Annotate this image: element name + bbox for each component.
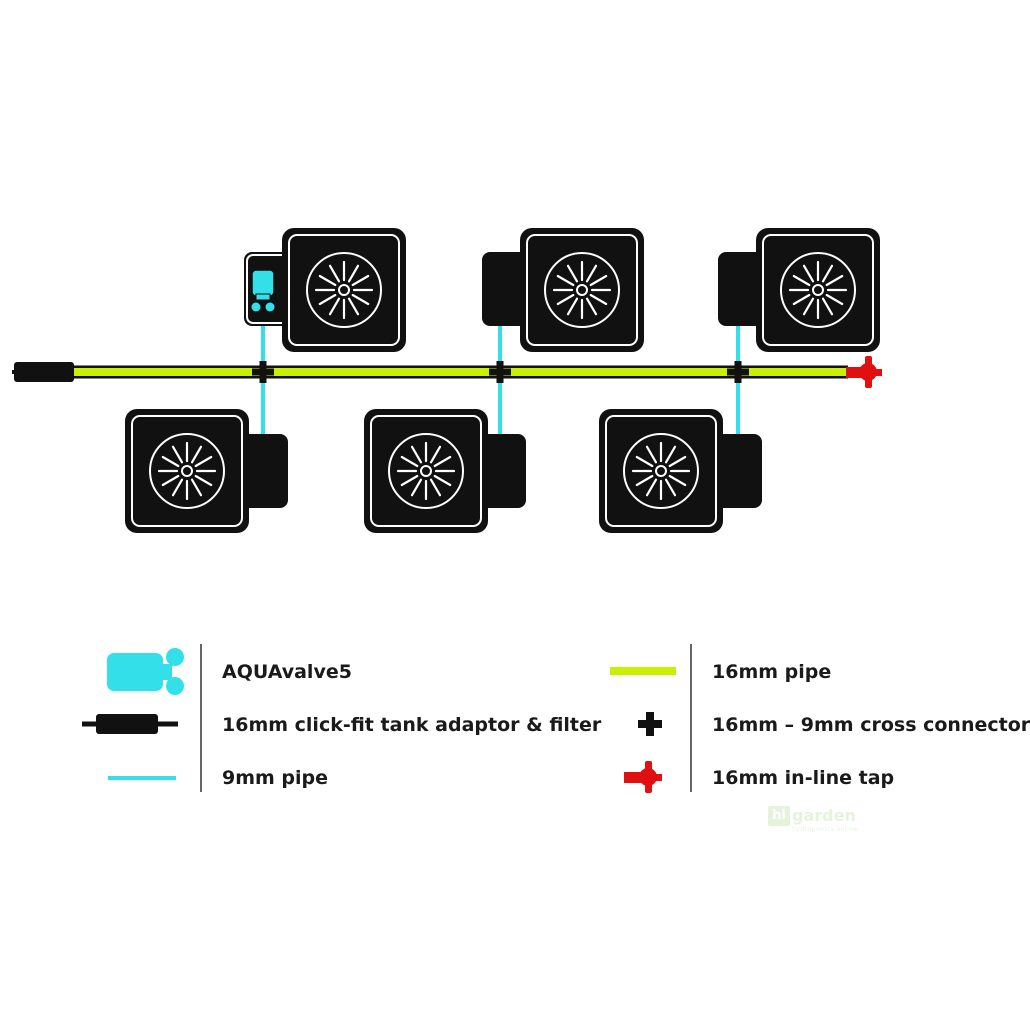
cross-connector	[252, 361, 274, 383]
inline-tap-icon	[624, 761, 662, 793]
legend-label-tank-adaptor: 16mm click-fit tank adaptor & filter	[222, 714, 602, 736]
watermark-hi: hi	[768, 806, 790, 826]
aquavalve5	[250, 269, 276, 313]
aquavalve-icon	[107, 648, 184, 695]
legend-divider-right	[690, 644, 692, 792]
watermark-tagline: hydroponics online	[792, 826, 858, 833]
pot-unit-bottom-2	[362, 407, 526, 535]
pot-unit-top-2	[482, 226, 646, 354]
cross-connector	[489, 361, 511, 383]
pot-unit-bottom-1	[123, 407, 288, 535]
legend-label-inline-tap: 16mm in-line tap	[712, 767, 895, 789]
legend-label-16mm-pipe: 16mm pipe	[712, 661, 832, 683]
pot-unit-top-3	[718, 226, 882, 354]
pot-unit-bottom-3	[597, 407, 762, 535]
watermark-garden: garden	[792, 806, 856, 825]
cross-connector-icon	[638, 712, 662, 736]
cross-connector	[727, 361, 749, 383]
tank-adaptor	[14, 362, 74, 382]
inline-tap	[846, 356, 882, 388]
legend-divider-left	[200, 644, 202, 792]
legend-label-aquavalve5: AQUAvalve5	[222, 661, 352, 683]
legend-label-cross-connector: 16mm – 9mm cross connector	[712, 714, 1030, 736]
legend-label-9mm-pipe: 9mm pipe	[222, 767, 329, 789]
watermark-logo: hi garden hydroponics online	[768, 806, 878, 836]
tank-adaptor-icon	[82, 714, 178, 734]
